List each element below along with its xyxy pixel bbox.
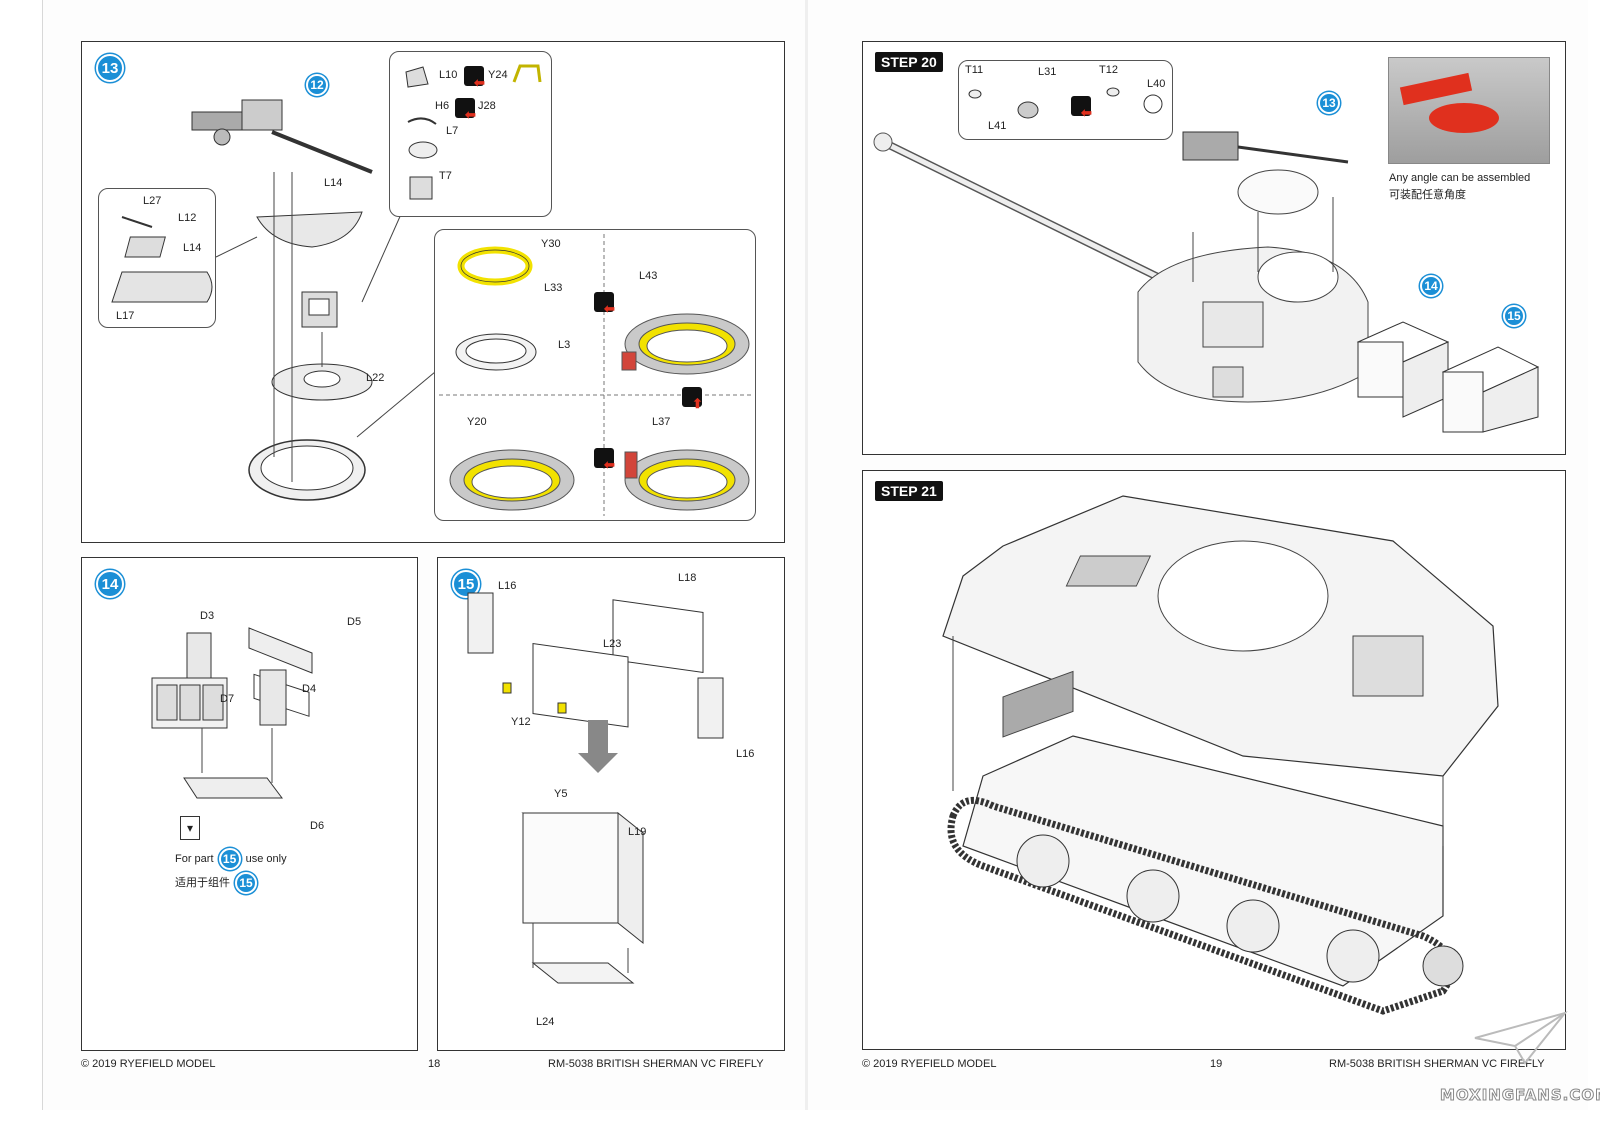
turret-drawing — [873, 131, 1414, 403]
label-L22: L22 — [366, 372, 385, 384]
ring-Y20-drawing — [449, 449, 575, 511]
yellow-part-Y24-drawing — [512, 64, 542, 83]
note-cn-badge-15: 15 — [235, 872, 258, 894]
footer-left-title: RM-5038 BRITISH SHERMAN VC FIREFLY — [548, 1058, 764, 1070]
badge-13-step20: 13 — [1318, 92, 1340, 114]
box-14-parts-drawing — [151, 627, 313, 799]
panel-15: 15 L16 L18 L23 Y12 L16 Y5 L19 L24 — [437, 557, 785, 1051]
swap-icon-step20: ⬅ — [1071, 96, 1092, 119]
label-L27: L27 — [143, 195, 162, 207]
note-any-angle-cn: 可装配任意角度 — [1389, 189, 1466, 201]
label-Y5: Y5 — [554, 788, 568, 800]
note-prefix: For part — [175, 852, 214, 865]
label-T7: T7 — [439, 170, 452, 182]
swap-icon-H6-J28: ⬅ — [455, 98, 476, 121]
label-D5: D5 — [347, 616, 362, 628]
step-badge-14: 14 — [96, 570, 124, 598]
label-J28: J28 — [478, 100, 496, 112]
label-L31: L31 — [1038, 66, 1057, 78]
footer-right-title: RM-5038 BRITISH SHERMAN VC FIREFLY — [1329, 1058, 1545, 1070]
step-badge-13: 13 — [96, 54, 124, 82]
reference-photo — [1388, 57, 1550, 164]
label-L3: L3 — [558, 339, 571, 351]
label-L16-left: L16 — [498, 580, 517, 592]
ring-L3-drawing — [455, 333, 537, 371]
label-L12: L12 — [178, 212, 197, 224]
hull-assembly-drawing — [942, 495, 1499, 1015]
step-21-label: STEP 21 — [875, 481, 943, 501]
label-Y24: Y24 — [488, 69, 508, 81]
label-D7: D7 — [220, 693, 235, 705]
periscope-parts-drawing — [968, 87, 1163, 119]
label-L41: L41 — [988, 120, 1007, 132]
label-L37: L37 — [652, 416, 671, 428]
step-20-label: STEP 20 — [875, 52, 943, 72]
label-L16-right: L16 — [736, 748, 755, 760]
label-L19: L19 — [628, 826, 647, 838]
watermark-text: MOXINGFANS.COM — [1439, 1086, 1600, 1105]
ref-badge-12: 12 — [306, 74, 328, 96]
label-L24: L24 — [536, 1016, 555, 1028]
footer-right-copyright: © 2019 RYEFIELD MODEL — [862, 1058, 997, 1070]
panel-14: 14 D3 D5 D7 D4 D6 ▾ For part 15 use only… — [81, 557, 418, 1051]
note-for-part-cn: 适用于组件 15 — [175, 872, 258, 894]
label-L43: L43 — [639, 270, 658, 282]
stowage-boxes-drawing — [1356, 321, 1540, 433]
note-suffix: use only — [245, 852, 287, 865]
label-D6: D6 — [310, 820, 325, 832]
note-any-angle-en: Any angle can be assembled — [1389, 172, 1531, 184]
subassembly-callout-left — [98, 188, 216, 328]
badge-14-step20: 14 — [1420, 275, 1442, 297]
label-L14-sub: L14 — [183, 242, 202, 254]
swap-icon-vertical: ⬆ — [682, 387, 703, 410]
label-Y12: Y12 — [511, 716, 531, 728]
label-T11: T11 — [965, 64, 984, 76]
footer-right-page-number: 19 — [1210, 1058, 1223, 1070]
red-mg-highlight — [1399, 72, 1473, 106]
red-hatch-highlight — [1429, 103, 1499, 133]
ring-L37-drawing — [624, 449, 750, 511]
swap-icon-Y20-L37: ⬅ — [594, 448, 615, 471]
footer-left-page-number: 18 — [428, 1058, 441, 1070]
label-L18: L18 — [678, 572, 697, 584]
label-T12: T12 — [1099, 64, 1118, 76]
note-cn-text: 适用于组件 — [175, 876, 230, 889]
badge-15-step20: 15 — [1503, 305, 1525, 327]
panel-13: 13 12 L27 L12 L14 L17 L14 L22 — [81, 41, 785, 543]
label-H6: H6 — [435, 100, 450, 112]
callout-top-parts-drawing — [405, 66, 438, 200]
label-L23: L23 — [603, 638, 622, 650]
tool-icon: ▾ — [180, 816, 200, 840]
panel-step-21: STEP 21 — [862, 470, 1566, 1050]
label-L17: L17 — [116, 310, 135, 322]
label-L7: L7 — [446, 125, 459, 137]
footer-left-copyright: © 2019 RYEFIELD MODEL — [81, 1058, 216, 1070]
commander-ring-drawing — [248, 439, 366, 501]
swap-icon-L10-Y24: ⬅ — [464, 66, 485, 89]
label-D3: D3 — [200, 610, 215, 622]
swap-icon-L3-L43: ⬅ — [594, 292, 615, 315]
label-Y20: Y20 — [467, 416, 487, 428]
label-L14: L14 — [324, 177, 343, 189]
hatch-half-plate-drawing — [256, 211, 363, 248]
label-L40: L40 — [1147, 78, 1166, 90]
yellow-ring-Y30-drawing — [457, 246, 533, 286]
note-for-part-en: For part 15 use only — [175, 848, 287, 870]
note-badge-15: 15 — [218, 848, 241, 870]
page-gutter — [805, 0, 808, 1110]
callout-step-20 — [958, 60, 1173, 140]
assembly-arrows-13 — [215, 172, 436, 482]
label-D4: D4 — [302, 683, 317, 695]
panel-step-20: STEP 20 T11 L31 T12 L40 L41 ⬅ 13 — [862, 41, 1566, 455]
paper-plane-logo — [1474, 1011, 1568, 1065]
ring-L43-drawing — [621, 313, 750, 375]
label-Y30: Y30 — [541, 238, 561, 250]
hatch-plate-drawing — [111, 216, 213, 303]
box-15-parts-drawing — [467, 592, 724, 984]
label-L10: L10 — [439, 69, 458, 81]
step-badge-15: 15 — [452, 570, 480, 598]
periscope-drawing — [301, 291, 338, 328]
machine-gun-drawing — [191, 99, 373, 174]
label-L33: L33 — [544, 282, 563, 294]
